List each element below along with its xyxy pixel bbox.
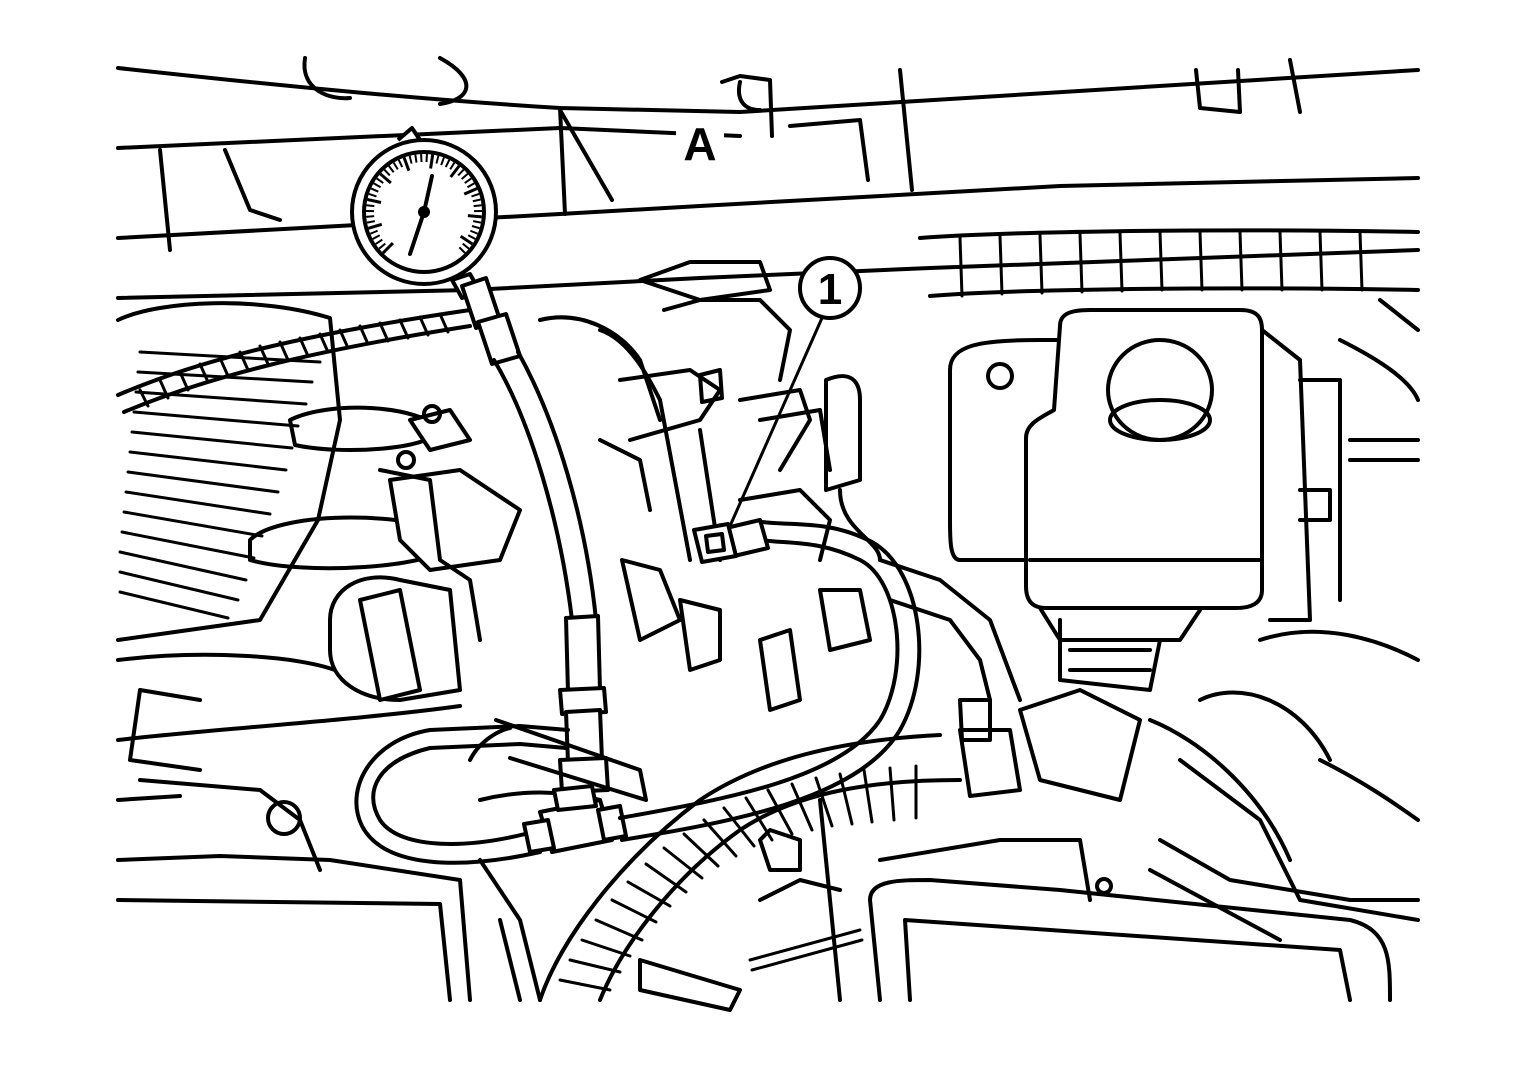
brake-reservoir <box>918 228 1420 922</box>
gauge-hose <box>460 276 610 794</box>
gauge-tick <box>373 182 382 189</box>
gauge-tick <box>388 165 395 173</box>
gauge-tick <box>473 204 482 208</box>
gauge-tick <box>471 225 480 230</box>
gauge-tick <box>383 168 391 177</box>
gauge-tick <box>376 177 384 184</box>
gauge-tick <box>397 159 404 168</box>
callout-1: 1 <box>728 256 862 528</box>
gauge-tick <box>463 187 478 196</box>
throttle-body <box>116 404 522 1002</box>
gauge-tick <box>440 157 445 166</box>
gauge-scale-ticks <box>365 154 483 255</box>
gauge-tick <box>366 204 375 208</box>
gauge-tick <box>378 242 386 250</box>
gauge-tick <box>367 198 382 204</box>
fuel-feed-hose <box>618 518 922 842</box>
fuel-pressure-gauge <box>350 126 498 300</box>
cowl-panel <box>116 56 1420 300</box>
gauge-tick <box>467 234 476 240</box>
gauge-tick <box>472 198 481 203</box>
gauge-tick <box>381 242 394 255</box>
engine-cover <box>116 301 462 742</box>
gauge-tick <box>366 220 376 224</box>
callout-a-label: A <box>683 118 716 170</box>
gauge-tick <box>457 168 465 177</box>
gauge-tick <box>449 164 461 178</box>
corrugated-hose <box>538 688 1142 1002</box>
gauge-tick <box>469 229 479 235</box>
loop-hose <box>354 718 648 865</box>
gauge-tick <box>379 172 392 185</box>
gauge-tick <box>372 234 381 240</box>
gauge-tick <box>458 246 466 254</box>
gauge-tick <box>444 159 451 168</box>
gauge-tick <box>464 177 472 184</box>
callout-a: A <box>676 118 724 170</box>
gauge-tick <box>471 192 480 198</box>
wire-harness-left <box>116 308 472 414</box>
gauge-tick <box>368 192 377 198</box>
gauge-tick <box>462 242 470 250</box>
gauge-tick <box>429 154 435 169</box>
gauge-tick <box>460 173 469 180</box>
gauge-tick <box>435 155 440 164</box>
gauge-tick <box>414 154 418 163</box>
gauge-tick <box>367 222 383 230</box>
gauge-tick <box>366 215 375 218</box>
gauge-tick <box>466 182 475 189</box>
gauge-tick <box>392 162 399 170</box>
gauge-tick <box>467 214 482 219</box>
lower-structures <box>478 798 1420 1012</box>
gauge-tick <box>370 187 379 193</box>
gauge-tick <box>408 155 413 164</box>
t-fitting <box>522 784 628 854</box>
gauge-tick <box>402 157 411 172</box>
gauge-tick <box>459 235 474 246</box>
gauge-tick <box>369 229 379 235</box>
gauge-tick <box>375 238 383 245</box>
callout-1-label: 1 <box>818 265 842 314</box>
gauge-tick <box>449 162 456 170</box>
gauge-tick <box>472 220 482 224</box>
intake-hoses <box>538 260 1022 712</box>
